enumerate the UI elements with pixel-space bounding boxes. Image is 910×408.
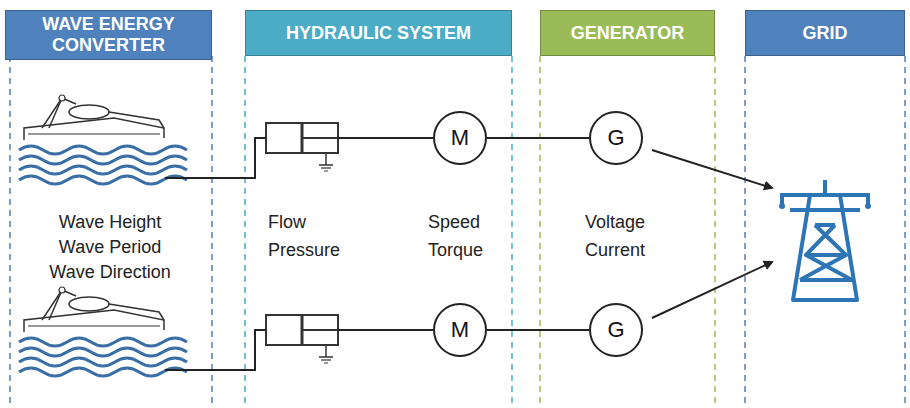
motor-circle: M (433, 111, 487, 165)
quantity-label: Pressure (268, 240, 340, 261)
motor-circle: M (433, 303, 487, 357)
symbol-letter: M (451, 125, 469, 151)
symbol-letter: G (607, 317, 624, 343)
header-text: GRID (803, 23, 848, 44)
column-header: GENERATOR (540, 10, 715, 56)
generator-circle: G (589, 303, 643, 357)
quantity-label: Wave Period (59, 237, 161, 258)
header-text: HYDRAULIC SYSTEM (286, 23, 471, 44)
symbol-letter: M (451, 317, 469, 343)
generator-circle: G (589, 111, 643, 165)
header-text: GENERATOR (571, 23, 684, 44)
shaft-line (487, 329, 589, 331)
quantity-label: Current (585, 240, 645, 261)
quantity-label: Voltage (585, 212, 645, 233)
column-header: GRID (745, 10, 905, 56)
quantity-label: Flow (268, 212, 306, 233)
quantity-label: Wave Direction (49, 262, 170, 283)
column-header: HYDRAULIC SYSTEM (245, 10, 512, 56)
shaft-line (487, 137, 589, 139)
column-header: WAVE ENERGY CONVERTER (5, 10, 212, 60)
quantity-label: Torque (428, 240, 483, 261)
header-text: WAVE ENERGY CONVERTER (12, 14, 205, 56)
quantity-label: Speed (428, 212, 480, 233)
symbol-letter: G (607, 125, 624, 151)
quantity-label: Wave Height (59, 212, 161, 233)
